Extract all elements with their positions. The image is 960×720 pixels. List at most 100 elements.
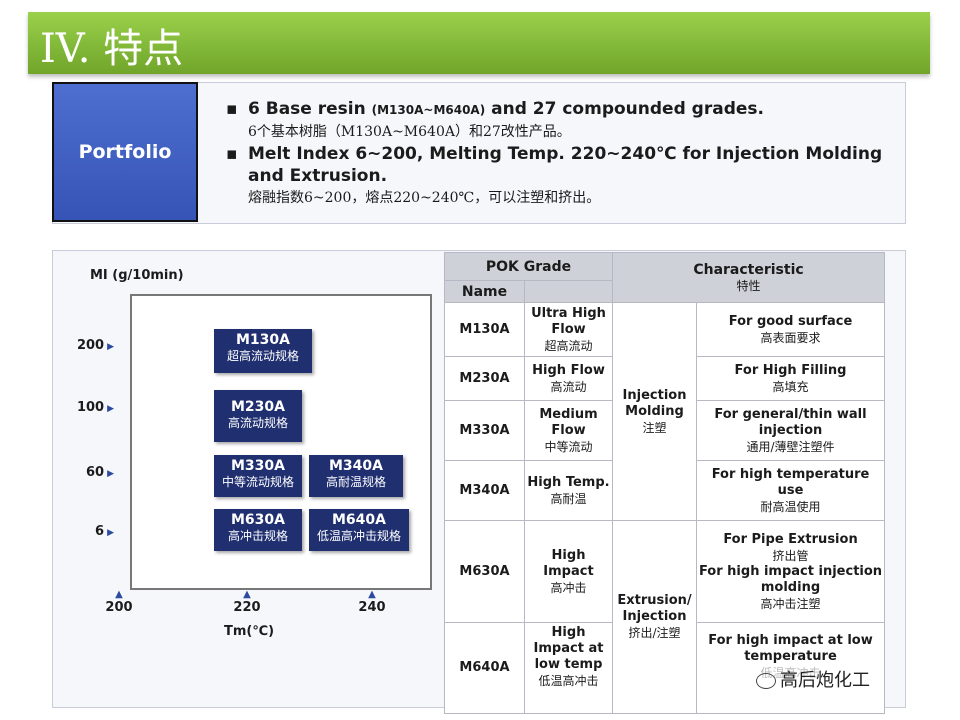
- triangle-up-icon: ▲: [368, 589, 376, 600]
- char-cn: 高表面要求: [760, 330, 821, 345]
- grade-box-cn: 高流动规格: [227, 416, 288, 430]
- table-row: M640A High Impact at low temp 低温高冲击 For h…: [444, 622, 886, 714]
- grade-box-m130a: M130A 超高流动规格: [214, 329, 312, 373]
- grade-box-m340a: M340A 高耐温规格: [309, 455, 403, 497]
- y-tick-label: 6: [95, 524, 105, 539]
- char-en: For high temperature use: [711, 466, 870, 498]
- char-en: For High Filling: [734, 362, 847, 378]
- bullet-icon: ▪: [226, 144, 238, 164]
- char-cn-2: 高冲击注塑: [760, 596, 821, 611]
- page-title: IV. 特点: [40, 26, 184, 72]
- grade-box-m230a: M230A 高流动规格: [214, 390, 302, 442]
- triangle-right-icon: ▶: [107, 404, 114, 414]
- name-cn: 低温高冲击: [538, 674, 599, 688]
- grade-cell: M130A: [444, 302, 525, 357]
- x-axis-label: Tm(℃): [224, 624, 275, 639]
- wechat-icon: [756, 673, 776, 689]
- bullet-1-cn: 6个基本树脂（M130A~M640A）和27改性产品。: [248, 124, 571, 140]
- y-axis-label: MI (g/10min): [90, 268, 184, 283]
- char-en-2: For high impact injection molding: [698, 563, 883, 595]
- char-cn: 挤出管: [772, 548, 809, 563]
- header-name: Name: [444, 280, 525, 303]
- grade-box-name: M330A: [231, 458, 285, 474]
- x-tick-240: ▲240: [352, 589, 392, 616]
- triangle-up-icon: ▲: [115, 589, 123, 600]
- x-tick-200: ▲200: [99, 589, 139, 616]
- name-cn: 高耐温: [550, 491, 587, 506]
- grade-cell: M230A: [444, 356, 525, 401]
- x-tick-220: ▲220: [227, 589, 267, 616]
- header-characteristic: Characteristic 特性: [611, 252, 886, 303]
- bullet-icon: ▪: [226, 99, 238, 119]
- portfolio-label: Portfolio: [52, 82, 198, 222]
- header-characteristic-cn: 特性: [736, 278, 761, 293]
- x-tick-label: 200: [105, 600, 133, 615]
- name-cell: High Impact at low temp 低温高冲击: [524, 622, 613, 714]
- bullet-2-text: Melt Index 6~200, Melting Temp. 220~240℃…: [248, 144, 883, 186]
- grade-box-m330a: M330A 中等流动规格: [214, 455, 302, 497]
- triangle-right-icon: ▶: [107, 469, 114, 479]
- grade-cell: M630A: [444, 520, 525, 623]
- triangle-right-icon: ▶: [107, 528, 114, 538]
- triangle-up-icon: ▲: [243, 589, 251, 600]
- watermark-text: 高后炮化工: [780, 670, 870, 691]
- group-cn: 注塑: [642, 420, 667, 435]
- portfolio-bullet-2: ▪ Melt Index 6~200, Melting Temp. 220~240…: [226, 143, 896, 187]
- char-en: For high impact at low temperature: [708, 633, 873, 664]
- table-header-row: POK Grade Characteristic 特性: [444, 252, 886, 303]
- name-en: High Impact at low temp: [533, 625, 604, 672]
- bullet-1-text: 6 Base resin: [248, 99, 372, 119]
- grade-box-cn: 超高流动规格: [226, 349, 299, 363]
- x-tick-label: 240: [358, 600, 386, 615]
- char-en: For general/thin wall injection: [714, 406, 867, 438]
- header-characteristic-en: Characteristic: [693, 261, 804, 278]
- grade-cell: M640A: [444, 622, 525, 714]
- name-en: Medium Flow: [539, 406, 598, 438]
- grade-box-m640a: M640A 低温高冲击规格: [309, 509, 409, 551]
- bullet-1-text-end: and 27 compounded grades.: [485, 99, 764, 119]
- y-tick-200: 200▶: [72, 338, 114, 353]
- grade-cell: M340A: [444, 460, 525, 521]
- y-tick-label: 100: [76, 400, 105, 415]
- name-en: High Temp.: [527, 474, 610, 490]
- char-cn: 高填充: [772, 379, 809, 394]
- char-cn: 耐高温使用: [760, 499, 821, 514]
- grade-box-cn: 低温高冲击规格: [316, 529, 401, 543]
- y-tick-label: 200: [76, 338, 105, 353]
- name-cn: 高流动: [550, 379, 587, 394]
- grade-box-name: M640A: [332, 512, 386, 528]
- y-tick-label: 60: [85, 465, 105, 480]
- grade-box-name: M630A: [231, 512, 285, 528]
- header-pok-grade: POK Grade: [444, 252, 613, 281]
- bullet-1-range: (M130A~M640A): [371, 103, 486, 117]
- char-en: For Pipe Extrusion: [723, 531, 858, 547]
- x-tick-label: 220: [233, 600, 261, 615]
- watermark: 高后炮化工: [752, 666, 874, 692]
- triangle-right-icon: ▶: [107, 342, 114, 352]
- name-cn: 超高流动: [544, 338, 593, 353]
- name-cell: High Temp.高耐温: [524, 460, 613, 521]
- grade-box-cn: 高冲击规格: [227, 529, 288, 543]
- name-en: Ultra High Flow: [531, 305, 606, 337]
- y-tick-6: 6▶: [72, 524, 114, 539]
- portfolio-text: ▪ 6 Base resin (M130A~M640A) and 27 compo…: [226, 98, 896, 209]
- grade-box-name: M230A: [231, 399, 285, 415]
- name-cn: 中等流动: [544, 439, 593, 454]
- portfolio-bullet-1: ▪ 6 Base resin (M130A~M640A) and 27 compo…: [226, 98, 896, 121]
- name-en: High Flow: [532, 362, 605, 378]
- grade-box-cn: 高耐温规格: [325, 475, 386, 489]
